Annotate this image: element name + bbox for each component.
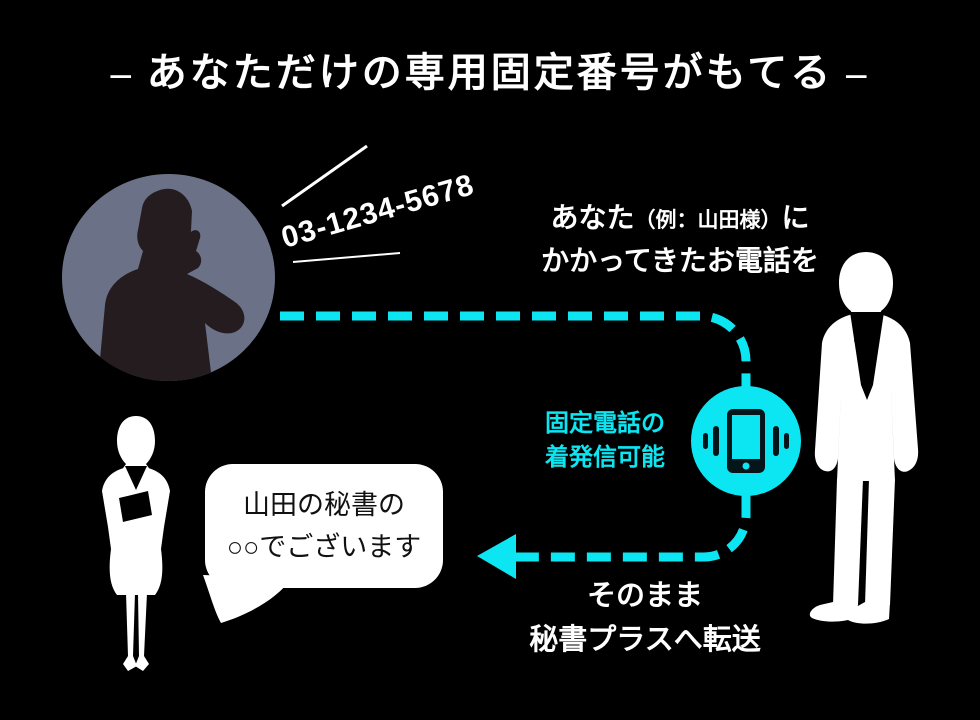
incoming-line1: あなた（例：山田様）に: [550, 202, 810, 233]
ring-emphasis-lines: [281, 144, 401, 263]
capability-line1: 固定電話の: [545, 410, 665, 437]
dashed-route-forward: [516, 494, 751, 562]
arrow-left-icon: [477, 534, 516, 579]
capability-caption: 固定電話の 着発信可能: [535, 407, 675, 475]
incoming-call-caption: あなた（例：山田様）に かかってきたお電話を: [520, 198, 840, 281]
page-title: – あなただけの専用固定番号がもてる –: [110, 50, 870, 95]
incoming-line2: かかってきたお電話を: [541, 245, 819, 276]
forward-line2: 秘書プラスへ転送: [529, 624, 761, 656]
bubble-line1: 山田の秘書の: [243, 490, 405, 520]
businessman-silhouette: [809, 252, 919, 624]
bubble-line2: ○○でございます: [226, 532, 422, 562]
capability-line2: 着発信可能: [545, 444, 665, 471]
businesswoman-silhouette: [102, 416, 170, 671]
dashed-route-incoming: [280, 311, 751, 396]
speech-bubble: 山田の秘書の ○○でございます: [205, 464, 443, 588]
man-on-phone-silhouette: [62, 174, 275, 381]
forward-line1: そのまま: [586, 580, 703, 612]
smartphone-vibrating-icon: [691, 386, 801, 496]
forward-caption: そのまま 秘書プラスへ転送: [510, 574, 780, 662]
